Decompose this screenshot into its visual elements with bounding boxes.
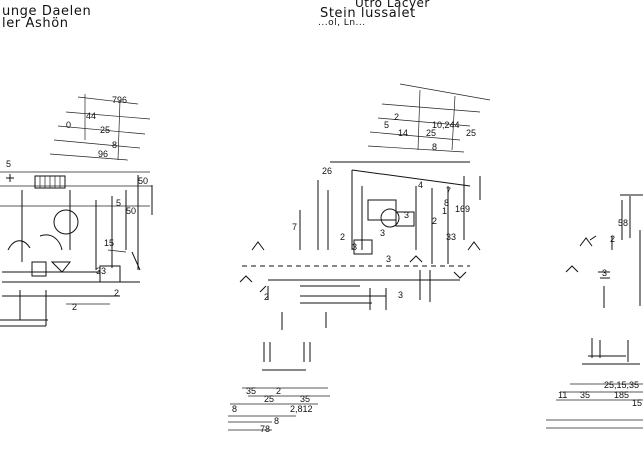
dim-label: 4 (418, 180, 423, 190)
dim-label: 5 (6, 159, 11, 169)
header-center-line1: Utro Läcyer (355, 0, 430, 10)
dim-label: 33 (446, 232, 456, 242)
dim-label: 35 (300, 394, 310, 404)
dim-label: 3 (352, 242, 357, 252)
dim-label: 2 (114, 288, 119, 298)
dim-label: 15 (104, 238, 114, 248)
dim-label: 2,812 (290, 404, 313, 414)
dim-label: 25 (264, 394, 274, 404)
dim-label: 7 (292, 222, 297, 232)
dim-label: 8 (432, 142, 437, 152)
dim-label: 2 (610, 234, 615, 244)
center-view (228, 83, 491, 431)
dim-label: 2 (264, 292, 269, 302)
dim-label: 2 (432, 216, 437, 226)
dim-label: 10,244 (432, 120, 460, 130)
dim-label: 0 (66, 120, 71, 130)
dim-label: 3 (386, 254, 391, 264)
dim-label: 5 (384, 120, 389, 130)
dim-label: 96 (98, 149, 108, 159)
header-left-line1: unge Daelen (2, 4, 92, 19)
dim-label: 15 (632, 398, 642, 408)
dim-label: 5 (116, 198, 121, 208)
dim-label: 8 (444, 198, 449, 208)
dim-label: 2 (276, 386, 281, 396)
dim-label: 2 (340, 232, 345, 242)
left-view (0, 94, 153, 327)
right-view (546, 194, 643, 429)
header-center-line3: ...ol, Ln... (318, 18, 366, 28)
dim-label: 796 (112, 95, 127, 105)
header-left-line2: ler Ashön (2, 16, 69, 31)
dim-label: 25 (426, 128, 436, 138)
dim-label: 35 (246, 386, 256, 396)
dimension-labels: 796 44 0 25 8 96 5 50 5 50 15 33 2 2 2 1… (6, 95, 642, 434)
dim-label: 2 (394, 112, 399, 122)
dim-label: 185 (614, 390, 629, 400)
dim-label: 169 (455, 204, 470, 214)
dim-label: 7 (446, 186, 451, 196)
dim-label: 3 (380, 228, 385, 238)
dim-label: 35 (580, 390, 590, 400)
dim-label: 58 (618, 218, 628, 228)
dim-label: 14 (398, 128, 408, 138)
dim-label: 44 (86, 111, 96, 121)
dim-label: 25 (466, 128, 476, 138)
dim-label: 1 (442, 206, 447, 216)
dim-label: 8 (274, 416, 279, 426)
dim-label: 25,15,35 (604, 380, 639, 390)
dim-label: 50 (138, 176, 148, 186)
dim-label: 33 (96, 266, 106, 276)
dim-label: 8 (232, 404, 237, 414)
dim-label: 11 (558, 390, 567, 400)
dim-label: 8 (112, 140, 117, 150)
dim-label: 50 (126, 206, 136, 216)
dim-label: 3 (602, 268, 607, 278)
dim-label: 3 (404, 210, 409, 220)
dim-label: 78 (260, 424, 270, 434)
header-center-line2: Stein lussalet (320, 6, 416, 21)
dim-label: 2 (72, 302, 77, 312)
dim-label: 25 (100, 125, 110, 135)
dim-label: 3 (398, 290, 403, 300)
dim-label: 26 (322, 166, 332, 176)
